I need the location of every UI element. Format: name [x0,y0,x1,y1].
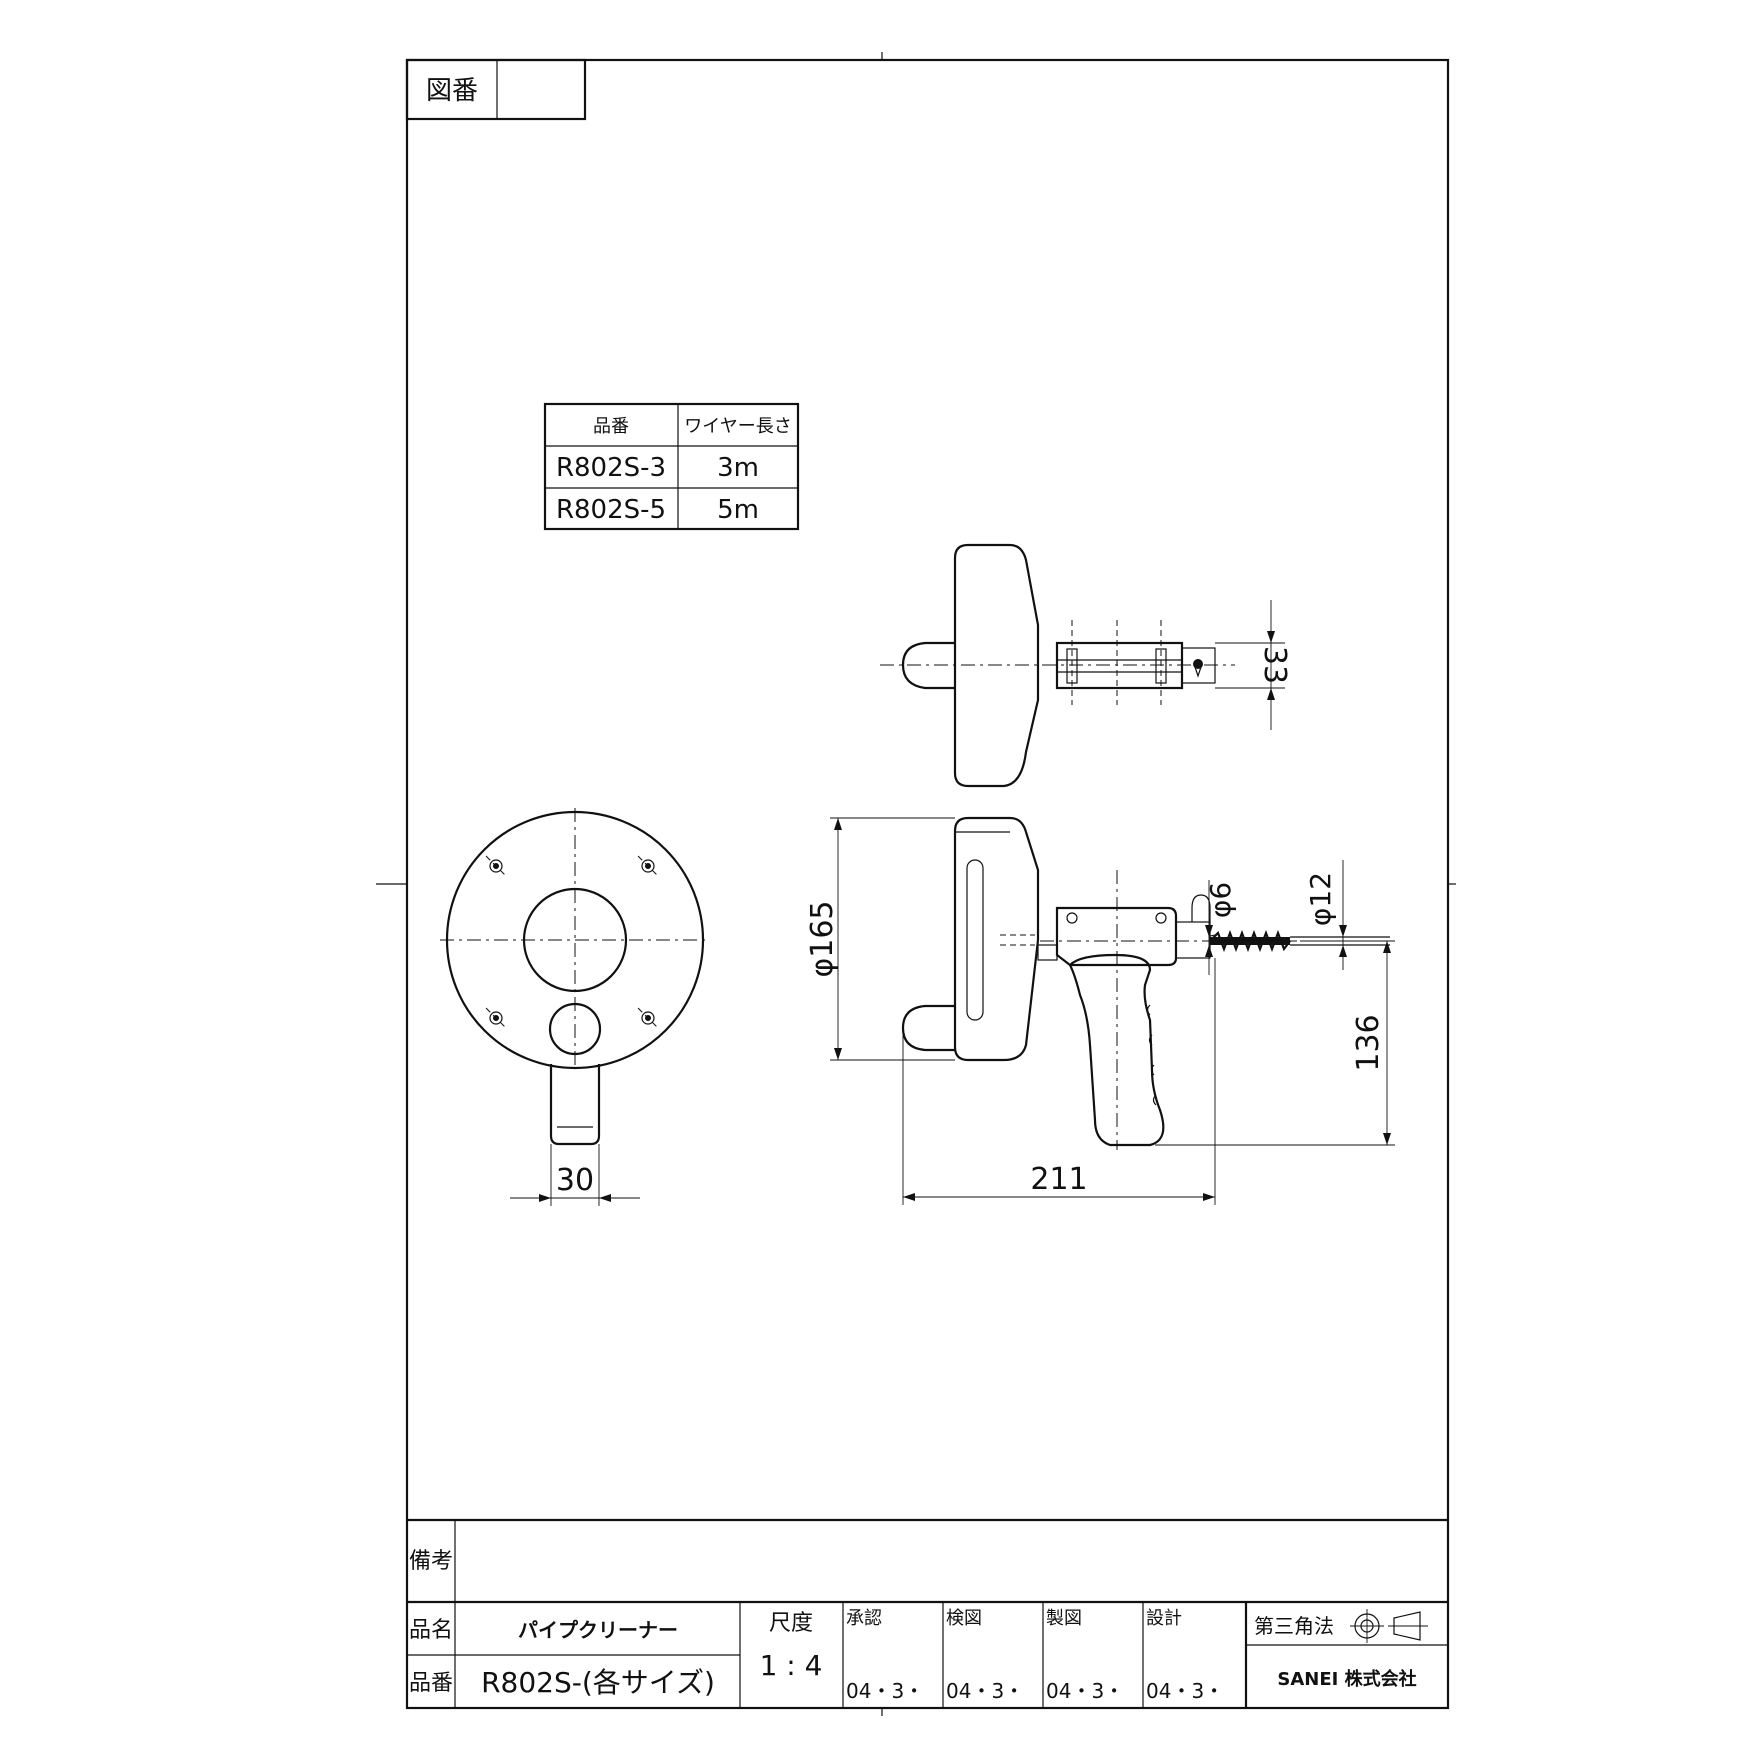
dim-phi6-label: φ6 [1204,882,1237,918]
dimension-phi6: φ6 [1204,880,1237,975]
remarks-label: 備考 [409,1549,453,1574]
inspection-label: 検図 [946,1608,982,1629]
dim-211-label: 211 [1030,1162,1087,1197]
parts-header-wire-length: ワイヤー長さ [684,416,791,437]
top-view [880,543,1235,788]
front-view [440,808,710,1146]
drawing-frame [376,52,1456,1716]
dimension-136: 136 [1155,940,1395,1146]
scale-label: 尺度 [769,1611,813,1636]
dim-phi12-label: φ12 [1304,872,1337,926]
dimension-phi165: φ165 [805,817,955,1061]
dim-30-label: 30 [556,1163,594,1198]
part-no-label: 品番 [409,1671,453,1696]
title-block: 備考 品名 品番 パイプクリーナー R802S-(各サイズ) 尺度 1 : 4 … [407,1518,1448,1708]
design-date: 04・3・ [1146,1679,1224,1703]
design-label: 設計 [1146,1608,1182,1629]
product-name-label: 品名 [409,1618,453,1643]
parts-header-part-no: 品番 [593,416,629,437]
drawing-number-box: 図番 [405,58,587,121]
parts-row-1-wire-length: 3m [717,453,759,483]
dimension-phi12: φ12 [1304,860,1347,970]
approval-label: 承認 [846,1608,882,1629]
parts-row-2-part-no: R802S-5 [556,495,666,525]
drafting-label: 製図 [1046,1608,1082,1629]
projection-label: 第三角法 [1254,1614,1334,1638]
parts-row-1-part-no: R802S-3 [556,453,666,483]
parts-row-2-wire-length: 5m [717,495,759,525]
side-view [901,816,1395,1150]
scale-value: 1 : 4 [760,1649,823,1682]
drafting-date: 04・3・ [1046,1679,1124,1703]
company-name: SANEI 株式会社 [1277,1668,1416,1690]
dimension-33: 33 [1215,600,1292,730]
product-name: パイプクリーナー [518,1618,678,1642]
inspection-date: 04・3・ [946,1679,1024,1703]
approval-date: 04・3・ [846,1679,924,1703]
dim-136-label: 136 [1351,1014,1386,1071]
third-angle-projection-icon [1350,1609,1428,1643]
parts-table: 品番 ワイヤー長さ R802S-3 3m R802S-5 5m [543,402,800,531]
dim-phi165-label: φ165 [805,900,840,977]
dimension-211: 211 [902,958,1216,1205]
part-no: R802S-(各サイズ) [481,1666,715,1699]
dim-33-label: 33 [1257,646,1292,684]
dimension-30: 30 [510,1144,640,1206]
drawing-no-label: 図番 [426,76,478,106]
